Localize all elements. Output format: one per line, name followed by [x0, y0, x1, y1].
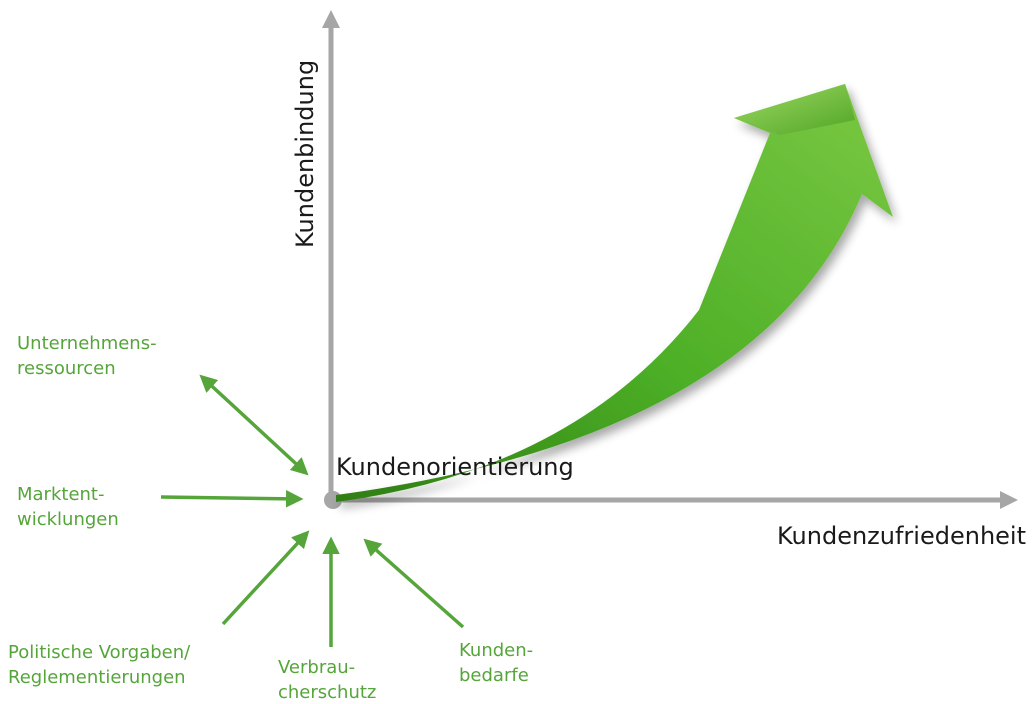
- y-axis-label: Kundenbindung: [291, 60, 319, 248]
- influence-arrows: [160, 374, 465, 647]
- axes: [322, 10, 1018, 509]
- factor-politische-vorgaben-line2: Reglementierungen: [8, 667, 186, 688]
- factor-unternehmensressourcen: Unternehmens- ressourcen: [17, 333, 162, 379]
- factor-marktentwicklungen: Marktent- wicklungen: [17, 484, 119, 530]
- factor-verbraucherschutz-line2: cherschutz: [278, 682, 376, 703]
- growth-arrow: [336, 84, 893, 502]
- factor-verbraucherschutz-line1: Verbrau-: [278, 657, 355, 678]
- arrow-unternehmensressourcen: [199, 374, 309, 476]
- x-axis-label: Kundenzufriedenheit: [777, 522, 1026, 550]
- factor-unternehmensressourcen-line1: Unternehmens-: [17, 333, 157, 354]
- factor-labels: Unternehmens- ressourcen Marktent- wickl…: [8, 333, 539, 703]
- factor-verbraucherschutz: Verbrau- cherschutz: [278, 657, 376, 703]
- factor-politische-vorgaben: Politische Vorgaben/ Reglementierungen: [8, 642, 196, 688]
- factor-politische-vorgaben-line1: Politische Vorgaben/: [8, 642, 191, 663]
- factor-kundenbedarfe-line1: Kunden-: [459, 640, 533, 661]
- x-axis-arrowhead: [1000, 491, 1018, 509]
- factor-kundenbedarfe: Kunden- bedarfe: [459, 640, 539, 686]
- origin-label: Kundenorientierung: [336, 453, 574, 481]
- arrow-kundenbedarfe: [363, 538, 465, 629]
- growth-arrow-head-highlight: [734, 84, 855, 135]
- arrow-politische-vorgaben: [221, 530, 310, 626]
- arrow-marktentwicklungen: [160, 490, 304, 508]
- factor-marktentwicklungen-line1: Marktent-: [17, 484, 104, 505]
- y-axis-arrowhead: [322, 10, 340, 28]
- factor-marktentwicklungen-line2: wicklungen: [17, 509, 119, 530]
- growth-arrow-body: [336, 84, 893, 502]
- factor-unternehmensressourcen-line2: ressourcen: [17, 358, 116, 379]
- factor-kundenbedarfe-line2: bedarfe: [459, 665, 529, 686]
